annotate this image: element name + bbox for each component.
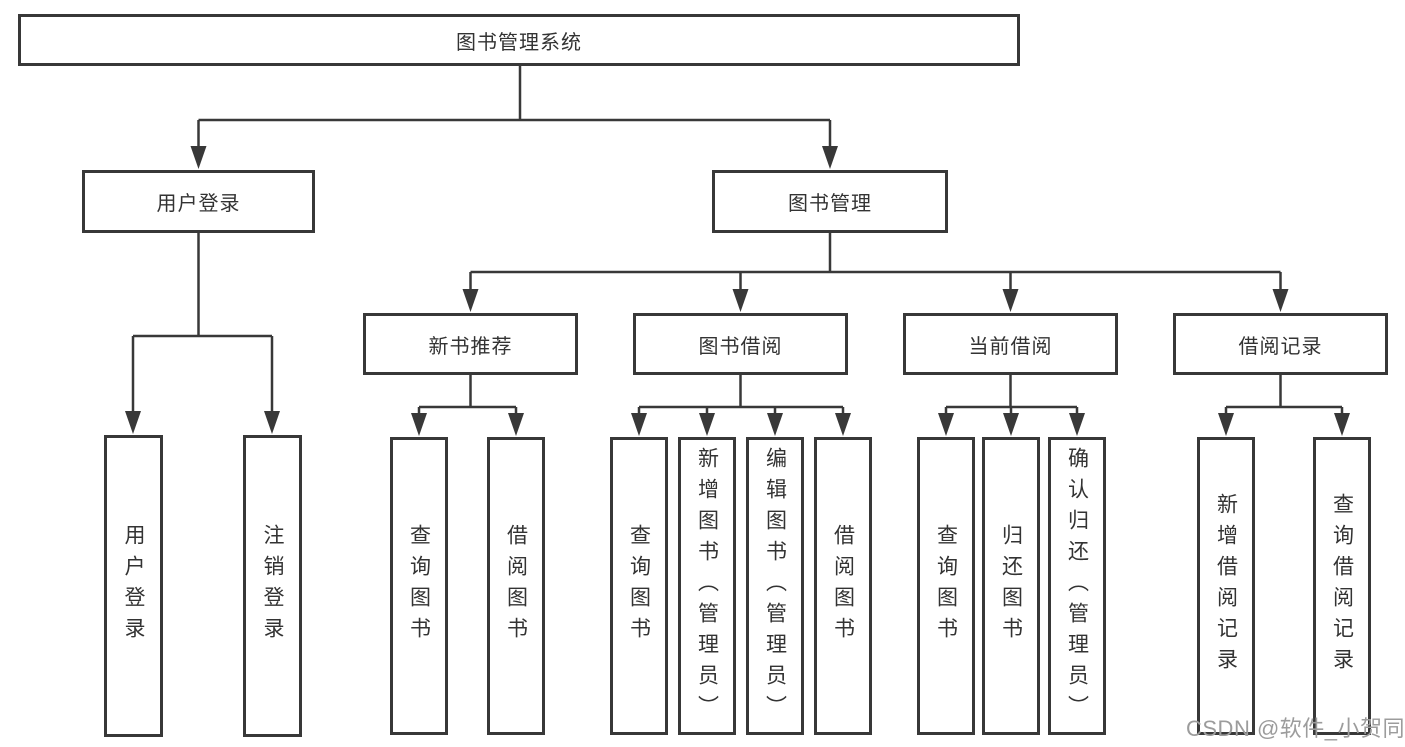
node-label: 查询图书	[934, 524, 958, 648]
node-label: 图书管理	[788, 193, 872, 215]
arrowhead	[1003, 413, 1019, 436]
node-book-management: 图书管理	[712, 170, 948, 233]
node-label: 图书管理系统	[456, 31, 582, 54]
node-user-login: 用户登录	[82, 170, 315, 233]
arrowhead	[190, 146, 207, 169]
arrowhead	[1002, 289, 1019, 312]
node-leaf-query-borrow-record: 查询借阅记录	[1313, 437, 1371, 735]
arrowhead	[264, 411, 280, 434]
node-label: 用户登录	[122, 524, 145, 648]
csdn-watermark: CSDN @软件_小贺同学	[1186, 716, 1405, 741]
node-label: 查询借阅记录	[1330, 493, 1354, 679]
node-book-borrowing: 图书借阅	[633, 313, 848, 375]
arrowhead	[411, 413, 427, 436]
arrowhead	[1272, 289, 1289, 312]
connector-book-management-to-level3	[469, 233, 1282, 292]
arrowhead	[938, 413, 954, 436]
connector-root-to-level2	[197, 66, 832, 149]
node-label: 查询图书	[627, 524, 651, 648]
arrowhead	[631, 413, 647, 436]
node-leaf-borrowing-query-books: 查询图书	[610, 437, 668, 735]
node-label: 确认归还（管理员）	[1065, 446, 1089, 726]
node-label: 查询图书	[407, 524, 431, 648]
arrowhead	[508, 413, 524, 436]
node-label: 新增图书（管理员）	[695, 446, 719, 726]
node-label: 归还图书	[999, 524, 1023, 648]
node-label: 借阅记录	[1238, 335, 1323, 358]
node-new-book-recommend: 新书推荐	[363, 313, 578, 375]
arrowhead	[462, 289, 479, 312]
connector-book-borrowing-to-leaves	[637, 375, 845, 416]
arrowhead	[1069, 413, 1085, 436]
node-label: 注销登录	[261, 524, 284, 648]
node-leaf-confirm-return-admin: 确认归还（管理员）	[1048, 437, 1106, 735]
node-leaf-current-query-books: 查询图书	[917, 437, 975, 735]
node-leaf-return-books: 归还图书	[982, 437, 1040, 735]
node-leaf-borrowing-borrow-books: 借阅图书	[814, 437, 872, 735]
connector-borrowing-records-to-leaves	[1224, 375, 1344, 416]
node-leaf-add-books-admin: 新增图书（管理员）	[678, 437, 736, 735]
arrowhead	[767, 413, 783, 436]
arrowhead	[1334, 413, 1350, 436]
arrowhead	[1218, 413, 1234, 436]
arrowhead	[835, 413, 851, 436]
node-library-management-system: 图书管理系统	[18, 14, 1020, 66]
node-borrowing-records: 借阅记录	[1173, 313, 1388, 375]
node-leaf-add-borrow-record: 新增借阅记录	[1197, 437, 1255, 735]
connector-new-book-recommend-to-leaves	[417, 375, 518, 416]
node-leaf-edit-books-admin: 编辑图书（管理员）	[746, 437, 804, 735]
node-leaf-recommend-query-books: 查询图书	[390, 437, 448, 735]
node-label: 新书推荐	[428, 335, 513, 358]
connector-current-borrowing-to-leaves	[944, 375, 1079, 416]
node-label: 编辑图书（管理员）	[763, 446, 787, 726]
node-label: 当前借阅	[968, 335, 1053, 358]
connector-user-login-to-leaves	[131, 233, 274, 415]
arrowhead	[699, 413, 715, 436]
node-label: 图书借阅	[698, 335, 783, 358]
node-label: 新增借阅记录	[1214, 493, 1238, 679]
node-label: 借阅图书	[504, 524, 528, 648]
node-leaf-logout: 注销登录	[243, 435, 302, 737]
arrowhead	[125, 411, 141, 434]
node-label: 用户登录	[156, 193, 241, 215]
node-leaf-recommend-borrow-books: 借阅图书	[487, 437, 545, 735]
arrowhead	[822, 146, 838, 169]
node-label: 借阅图书	[831, 524, 855, 648]
node-leaf-user-login: 用户登录	[104, 435, 163, 737]
arrowhead	[732, 289, 749, 312]
node-current-borrowing: 当前借阅	[903, 313, 1118, 375]
